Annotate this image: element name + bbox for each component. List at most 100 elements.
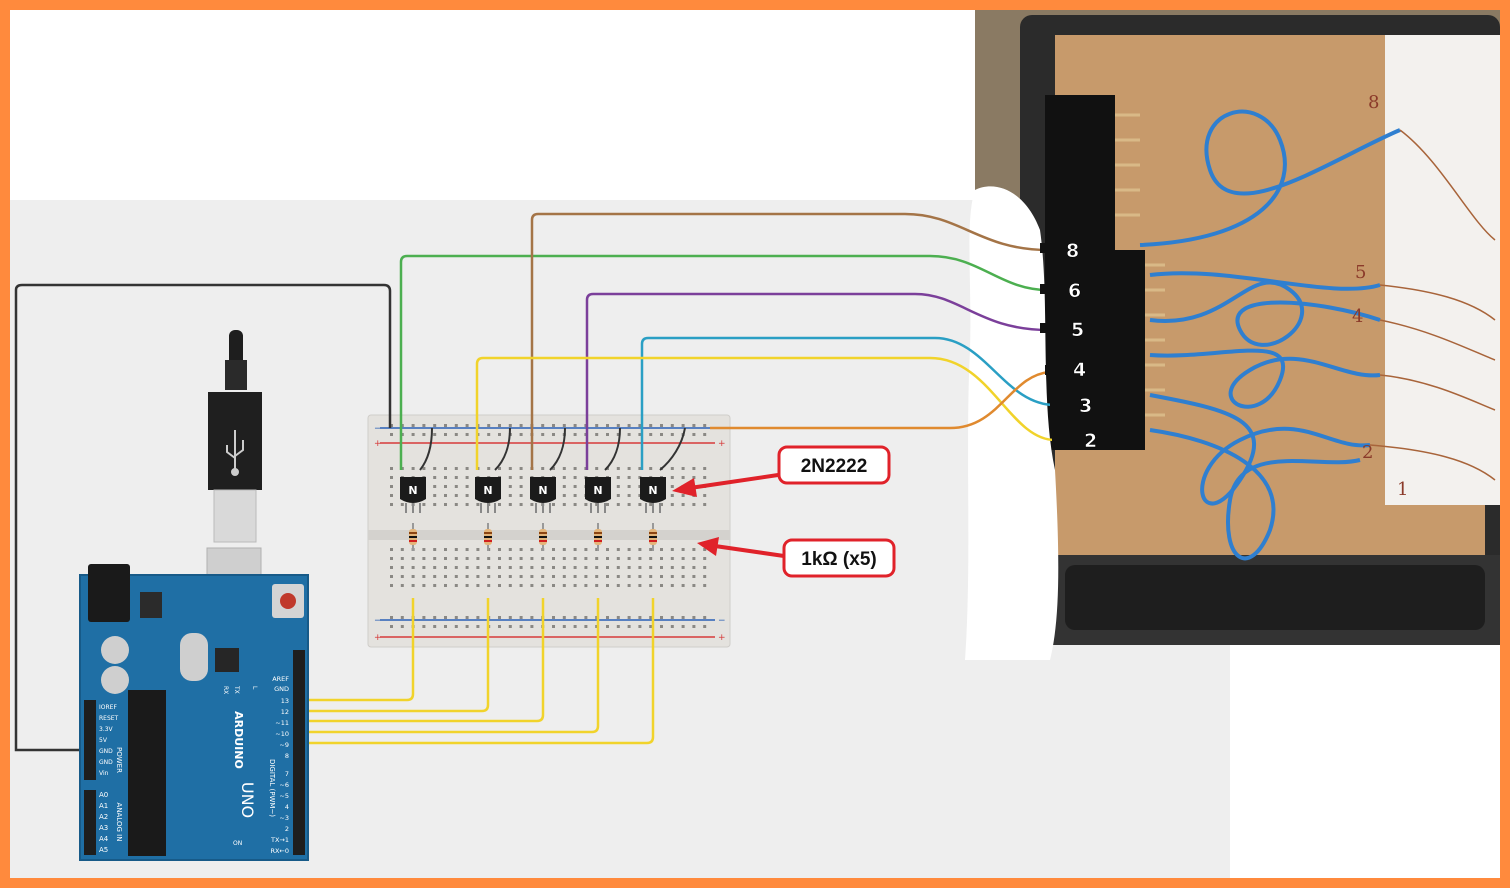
resistor: [594, 523, 602, 551]
breadboard-hole: [627, 467, 631, 470]
breadboard-hole: [508, 616, 512, 619]
breadboard-hole: [584, 557, 588, 560]
breadboard-hole: [660, 557, 663, 560]
circuit-photo: 8 5 4 2 1: [965, 10, 1500, 661]
breadboard-hole: [703, 494, 707, 497]
breadboard-hole: [476, 625, 480, 628]
svg-text:A1: A1: [99, 802, 108, 810]
breadboard-hole: [465, 616, 469, 619]
breadboard-hole: [638, 433, 642, 436]
resistors: [409, 523, 657, 551]
digital-pin-labels: AREF GND 13 12 ~11 ~10 ~9 8 7 ~6 ~5 4 ~3…: [270, 675, 289, 855]
breadboard-hole: [541, 467, 545, 470]
breadboard-hole: [670, 548, 674, 551]
svg-text:7: 7: [285, 770, 289, 778]
breadboard-hole: [390, 575, 393, 578]
breadboard-hole: [433, 433, 437, 436]
breadboard-hole: [390, 467, 393, 470]
breadboard-hole: [573, 566, 577, 569]
breadboard-hole: [508, 548, 512, 551]
breadboard-hole: [444, 485, 447, 488]
breadboard-hole: [422, 566, 426, 569]
breadboard-hole: [487, 424, 491, 427]
breadboard-hole: [476, 575, 480, 578]
svg-text:RX: RX: [222, 686, 229, 694]
breadboard-hole: [465, 485, 469, 488]
breadboard-hole: [444, 625, 447, 628]
ground-jumpers: [419, 427, 686, 471]
breadboard-hole: [692, 575, 696, 578]
svg-text:GND: GND: [274, 685, 289, 693]
breadboard-hole: [498, 566, 501, 569]
breadboard-hole: [573, 548, 577, 551]
wire-brown: [530, 212, 1049, 470]
breadboard-hole: [422, 616, 426, 619]
breadboard-hole: [519, 616, 523, 619]
breadboard-hole: [703, 557, 707, 560]
breadboard-hole: [454, 485, 458, 488]
breadboard-hole: [411, 575, 415, 578]
breadboard-hole: [627, 485, 631, 488]
breadboard-hole: [498, 616, 501, 619]
breadboard-hole: [390, 485, 393, 488]
resistor-callout-label: 1kΩ (x5): [801, 549, 876, 570]
transistor: N: [530, 477, 556, 513]
svg-text:+: +: [718, 633, 726, 643]
breadboard-hole: [616, 433, 620, 436]
breadboard-hole: [519, 503, 523, 506]
wire-purple: [585, 292, 1049, 470]
breadboard-hole: [573, 467, 577, 470]
breadboard-hole: [681, 616, 685, 619]
breadboard-hole: [595, 584, 599, 587]
breadboard-hole: [670, 616, 674, 619]
breadboard-hole: [487, 575, 491, 578]
breadboard-hole: [616, 503, 620, 506]
breadboard-hole: [660, 616, 663, 619]
breadboard-hole: [530, 503, 534, 506]
breadboard-hole: [422, 584, 426, 587]
breadboard-hole: [552, 584, 555, 587]
breadboard-hole: [465, 625, 469, 628]
svg-text:8: 8: [285, 752, 289, 760]
breadboard-hole: [627, 625, 631, 628]
breadboard-hole: [519, 485, 523, 488]
breadboard-hole: [616, 566, 620, 569]
breadboard-hole: [692, 433, 696, 436]
breadboard-hole: [444, 476, 447, 479]
breadboard-hole: [606, 548, 609, 551]
wires: [14, 212, 1056, 752]
breadboard-hole: [595, 625, 599, 628]
breadboard-hole: [444, 433, 447, 436]
breadboard-hole: [616, 494, 620, 497]
breadboard-hole: [400, 557, 404, 560]
breadboard-hole: [476, 548, 480, 551]
breadboard-hole: [616, 424, 620, 427]
breadboard-hole: [562, 548, 566, 551]
breadboard-hole: [390, 476, 393, 479]
breadboard-hole: [400, 548, 404, 551]
breadboard-hole: [519, 575, 523, 578]
breadboard-hole: [552, 625, 555, 628]
breadboard-hole: [616, 616, 620, 619]
transistor-label: N: [648, 484, 657, 497]
breadboard-hole: [433, 476, 437, 479]
breadboard-hole: [444, 616, 447, 619]
breadboard-hole: [465, 548, 469, 551]
breadboard-hole: [530, 548, 534, 551]
breadboard-hole: [606, 575, 609, 578]
breadboard-hole: [616, 557, 620, 560]
breadboard-hole: [627, 584, 631, 587]
usb-icon: [226, 430, 244, 476]
breadboard-hole: [530, 584, 534, 587]
breadboard-hole: [465, 557, 469, 560]
breadboard-hole: [638, 476, 642, 479]
breadboard-hole: [541, 433, 545, 436]
breadboard-hole: [552, 566, 555, 569]
breadboard-hole: [400, 566, 404, 569]
breadboard-hole: [498, 433, 501, 436]
breadboard-hole: [660, 424, 663, 427]
breadboard-hole: [649, 548, 653, 551]
breadboard-hole: [400, 616, 404, 619]
transistor: N: [640, 477, 666, 513]
breadboard-hole: [433, 548, 437, 551]
